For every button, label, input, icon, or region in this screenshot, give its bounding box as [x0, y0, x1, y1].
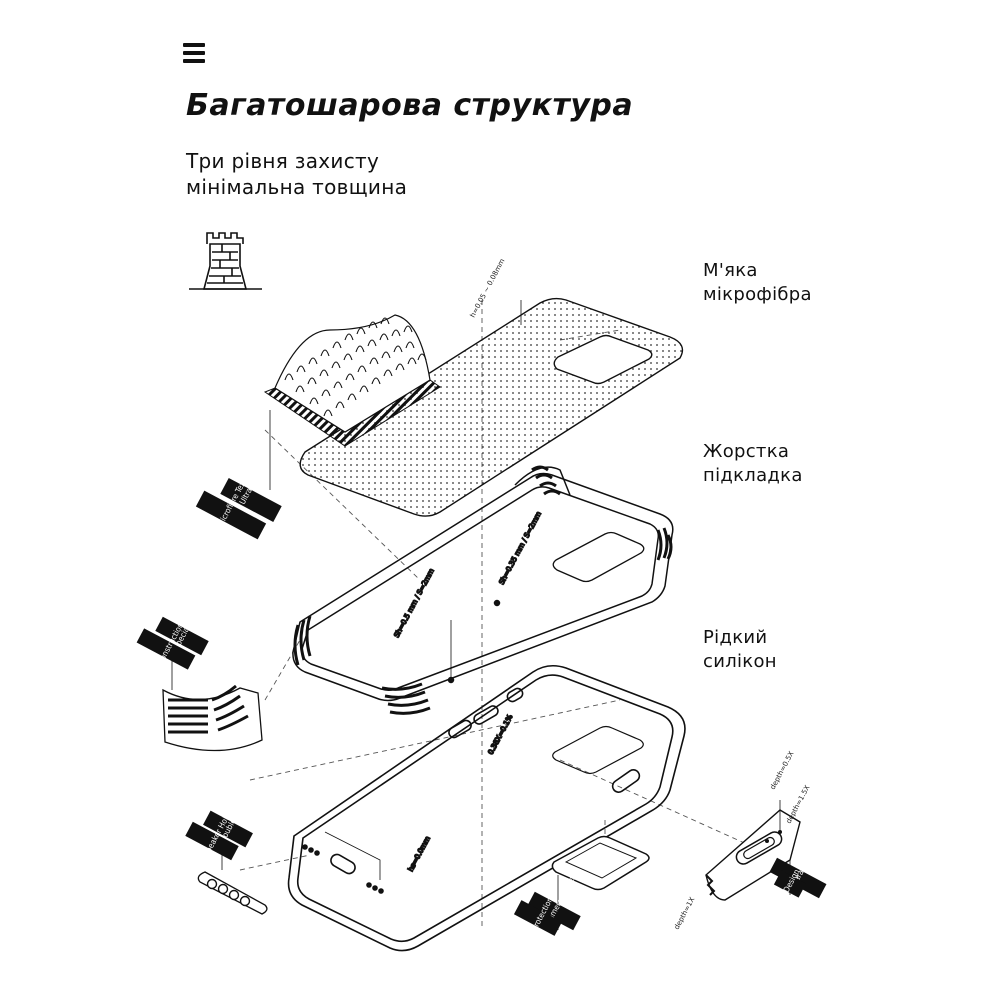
layer-label-silicone: Рідкий силікон [703, 626, 777, 674]
dim-shell-2: Sh=0.5 mm / S=2mm [393, 567, 436, 639]
rigid-shell-layer: Sh=0.35 mm / S=2mm Sh=0.5 mm / S=2mm [292, 465, 674, 715]
layer-label-microfiber-line-1: М'яка [703, 260, 758, 281]
separate-button-detail: depth=0.5X depth=1.5X depth=1X Separate … [673, 750, 827, 931]
dim-shell-1: Sh=0.35 mm / S=2mm [498, 510, 543, 586]
layer-label-rigid-shell-line-2: підкладка [703, 465, 803, 486]
subtitle-line-1: Три рівня захисту [186, 149, 380, 173]
layer-label-silicone-line-1: Рідкий [703, 627, 768, 648]
layer-label-rigid-shell: Жорстка підкладка [703, 440, 803, 488]
dim-button-2: depth=1.5X [785, 784, 812, 825]
layer-label-microfiber: М'яка мікрофібра [703, 259, 812, 307]
silicone-bumper-layer: 0.38X=0.1% hs=0.0mm [287, 664, 686, 952]
microfiber-texture-sample: Ultra-Soft Microfibre Texture [195, 314, 441, 540]
dim-bumper-2: hs=0.0mm [407, 835, 432, 873]
corner-construction-detail: Special corner Construction [136, 601, 263, 752]
page-title: Багатошарова структура [186, 88, 634, 123]
dim-button-3: depth=1X [673, 896, 697, 931]
dim-microfiber-thickness: h=0.05 ~ 0.08mm [469, 257, 507, 319]
camera-frame-detail: Camera Frame Protection [513, 835, 650, 936]
speaker-hole-detail: Double-step Speaker Hole [185, 801, 268, 915]
hamburger-menu-icon[interactable] [183, 42, 207, 64]
dim-bumper-1: 0.38X=0.1% [487, 713, 515, 756]
castle-tower-icon [189, 232, 262, 290]
dim-button-1: depth=0.5X [769, 750, 796, 791]
layer-label-rigid-shell-line-1: Жорстка [703, 441, 790, 462]
subtitle: Три рівня захисту мінімальна товщина [186, 148, 407, 200]
layer-label-silicone-line-2: силікон [703, 651, 777, 672]
layer-label-microfiber-line-2: мікрофібра [703, 284, 812, 305]
subtitle-line-2: мінімальна товщина [186, 175, 408, 199]
